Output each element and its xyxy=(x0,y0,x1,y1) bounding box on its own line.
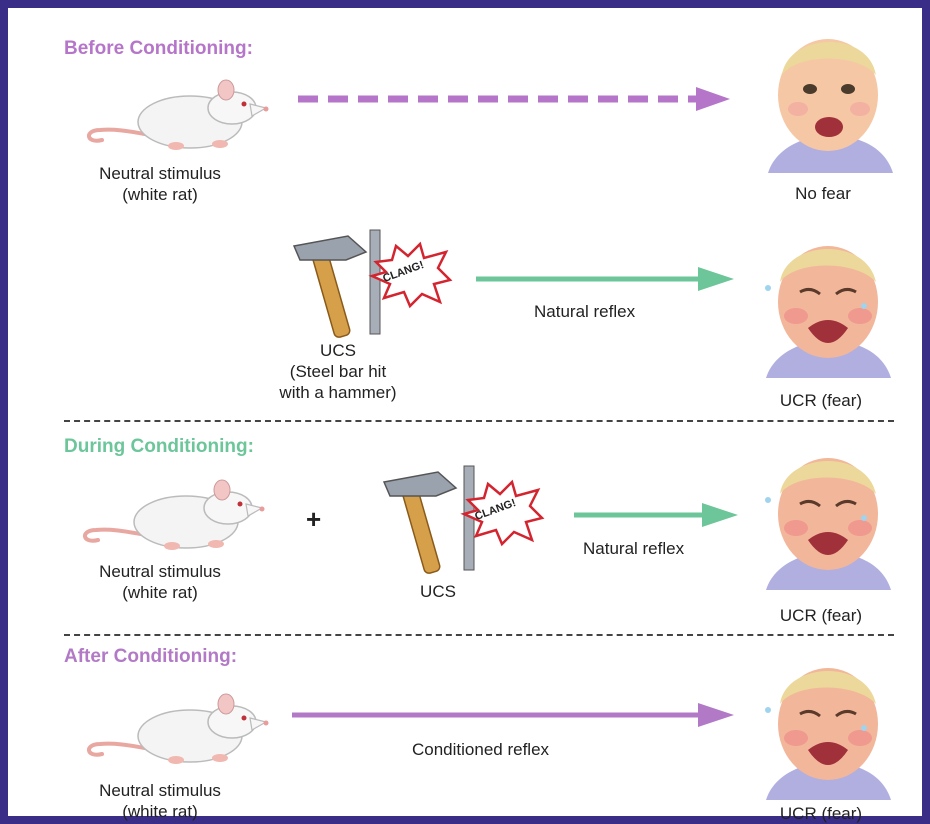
white-rat-icon xyxy=(76,468,266,558)
after-conditioning-title: After Conditioning: xyxy=(64,646,237,668)
baby-face-icon xyxy=(756,440,896,590)
plus-sign: + xyxy=(306,504,321,535)
rat-caption: Neutral stimulus (white rat) xyxy=(70,780,250,822)
rat-caption: Neutral stimulus (white rat) xyxy=(70,163,250,205)
natural-reflex-arrow-icon xyxy=(476,266,738,292)
before-conditioning-title: Before Conditioning: xyxy=(64,38,253,60)
section-divider xyxy=(64,634,894,636)
rat-caption-line2: (white rat) xyxy=(70,801,250,822)
natural-reflex-arrow-icon xyxy=(574,502,742,528)
baby-face-icon xyxy=(756,650,896,800)
rat-caption-line1: Neutral stimulus xyxy=(70,780,250,801)
rat-caption-line1: Neutral stimulus xyxy=(70,163,250,184)
natural-reflex-label: Natural reflex xyxy=(534,302,635,322)
ucr-caption: UCR (fear) xyxy=(756,803,886,824)
ucr-caption: UCR (fear) xyxy=(756,605,886,626)
white-rat-icon xyxy=(80,682,270,772)
dashed-arrow-icon xyxy=(298,86,738,112)
conditioned-reflex-label: Conditioned reflex xyxy=(412,740,549,760)
ucs-caption-line1: UCS xyxy=(238,340,438,361)
natural-reflex-label: Natural reflex xyxy=(583,539,684,559)
ucs-caption-line3: with a hammer) xyxy=(238,382,438,403)
rat-caption-line2: (white rat) xyxy=(70,184,250,205)
rat-caption-line1: Neutral stimulus xyxy=(70,561,250,582)
conditioned-reflex-arrow-icon xyxy=(292,702,738,728)
ucr-caption: UCR (fear) xyxy=(756,390,886,411)
ucs-caption: UCS (Steel bar hit with a hammer) xyxy=(238,340,438,403)
baby-face-icon xyxy=(756,228,896,378)
baby-face-icon xyxy=(758,23,898,173)
no-fear-caption: No fear xyxy=(768,183,878,204)
rat-caption: Neutral stimulus (white rat) xyxy=(70,561,250,603)
ucs-caption-line2: (Steel bar hit xyxy=(238,361,438,382)
section-divider xyxy=(64,420,894,422)
rat-caption-line2: (white rat) xyxy=(70,582,250,603)
ucs-caption: UCS xyxy=(398,581,478,602)
white-rat-icon xyxy=(80,68,270,158)
during-conditioning-title: During Conditioning: xyxy=(64,436,254,458)
